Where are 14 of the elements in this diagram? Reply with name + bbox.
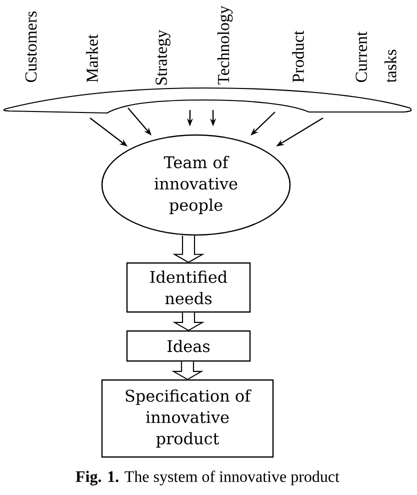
caption: Fig. 1. The system of innovative product: [76, 470, 340, 486]
rotated-label: Product: [292, 30, 304, 82]
process-box: Specification of innovative product: [101, 379, 274, 458]
block-arrow: [172, 312, 205, 332]
process-box: Identified needs: [126, 262, 251, 313]
rotated-label: Current tasks: [356, 32, 396, 83]
rotated-label: Market: [86, 34, 98, 82]
rotated-label: Strategy: [156, 30, 170, 85]
process-box: Ideas: [126, 330, 251, 362]
block-arrow: [172, 235, 205, 263]
ellipse-node: Team of innovative people: [101, 134, 291, 236]
rotated-label: Customers: [25, 11, 37, 82]
rotated-label: Technology: [217, 6, 233, 84]
block-arrow: [172, 361, 204, 380]
